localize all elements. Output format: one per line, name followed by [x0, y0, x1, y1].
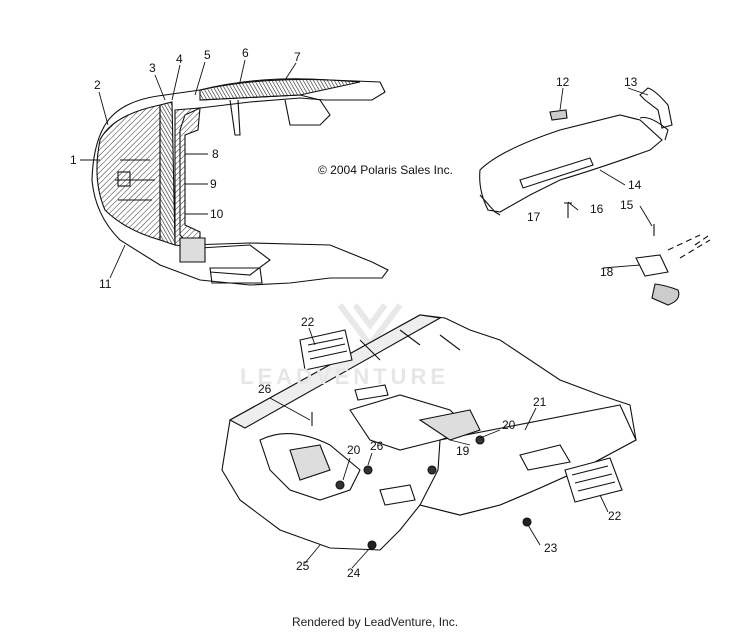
callout-12: 12: [556, 75, 570, 89]
callout-15: 15: [620, 198, 634, 212]
callout-1: 1: [70, 153, 77, 167]
callout-17: 17: [527, 210, 541, 224]
callout-26-lower: 26: [370, 439, 384, 453]
watermark-text: LEADVENTURE: [240, 364, 450, 389]
callout-7: 7: [294, 50, 301, 64]
vent-lower: [564, 457, 623, 503]
callout-6: 6: [242, 46, 249, 60]
callout-20-left: 20: [347, 443, 361, 457]
callout-21: 21: [533, 395, 547, 409]
callout-25: 25: [296, 559, 310, 573]
callout-24: 24: [347, 566, 361, 580]
callout-3: 3: [149, 61, 156, 75]
callout-26-upper: 26: [258, 382, 272, 396]
callout-4: 4: [176, 52, 183, 66]
callout-23: 23: [544, 541, 558, 555]
callout-11: 11: [99, 277, 112, 291]
hood-side-view: [221, 314, 637, 551]
callout-13: 13: [624, 75, 638, 89]
callout-9: 9: [210, 177, 217, 191]
callout-20-right: 20: [502, 418, 516, 432]
callout-18: 18: [600, 265, 614, 279]
callout-22-lower: 22: [608, 509, 622, 523]
callout-2: 2: [94, 78, 101, 92]
callout-8: 8: [212, 147, 219, 161]
footer-credit: Rendered by LeadVenture, Inc.: [291, 615, 459, 629]
copyright-text: © 2004 Polaris Sales Inc.: [318, 163, 453, 177]
callout-16: 16: [590, 202, 604, 216]
callout-14: 14: [628, 178, 642, 192]
callout-5: 5: [204, 48, 211, 62]
console-assembly: [479, 87, 711, 306]
leader-lines: [80, 59, 653, 569]
callout-22-upper: 22: [301, 315, 315, 329]
callout-19: 19: [456, 444, 470, 458]
callout-10: 10: [210, 207, 224, 221]
hood-top-view: [91, 78, 389, 286]
